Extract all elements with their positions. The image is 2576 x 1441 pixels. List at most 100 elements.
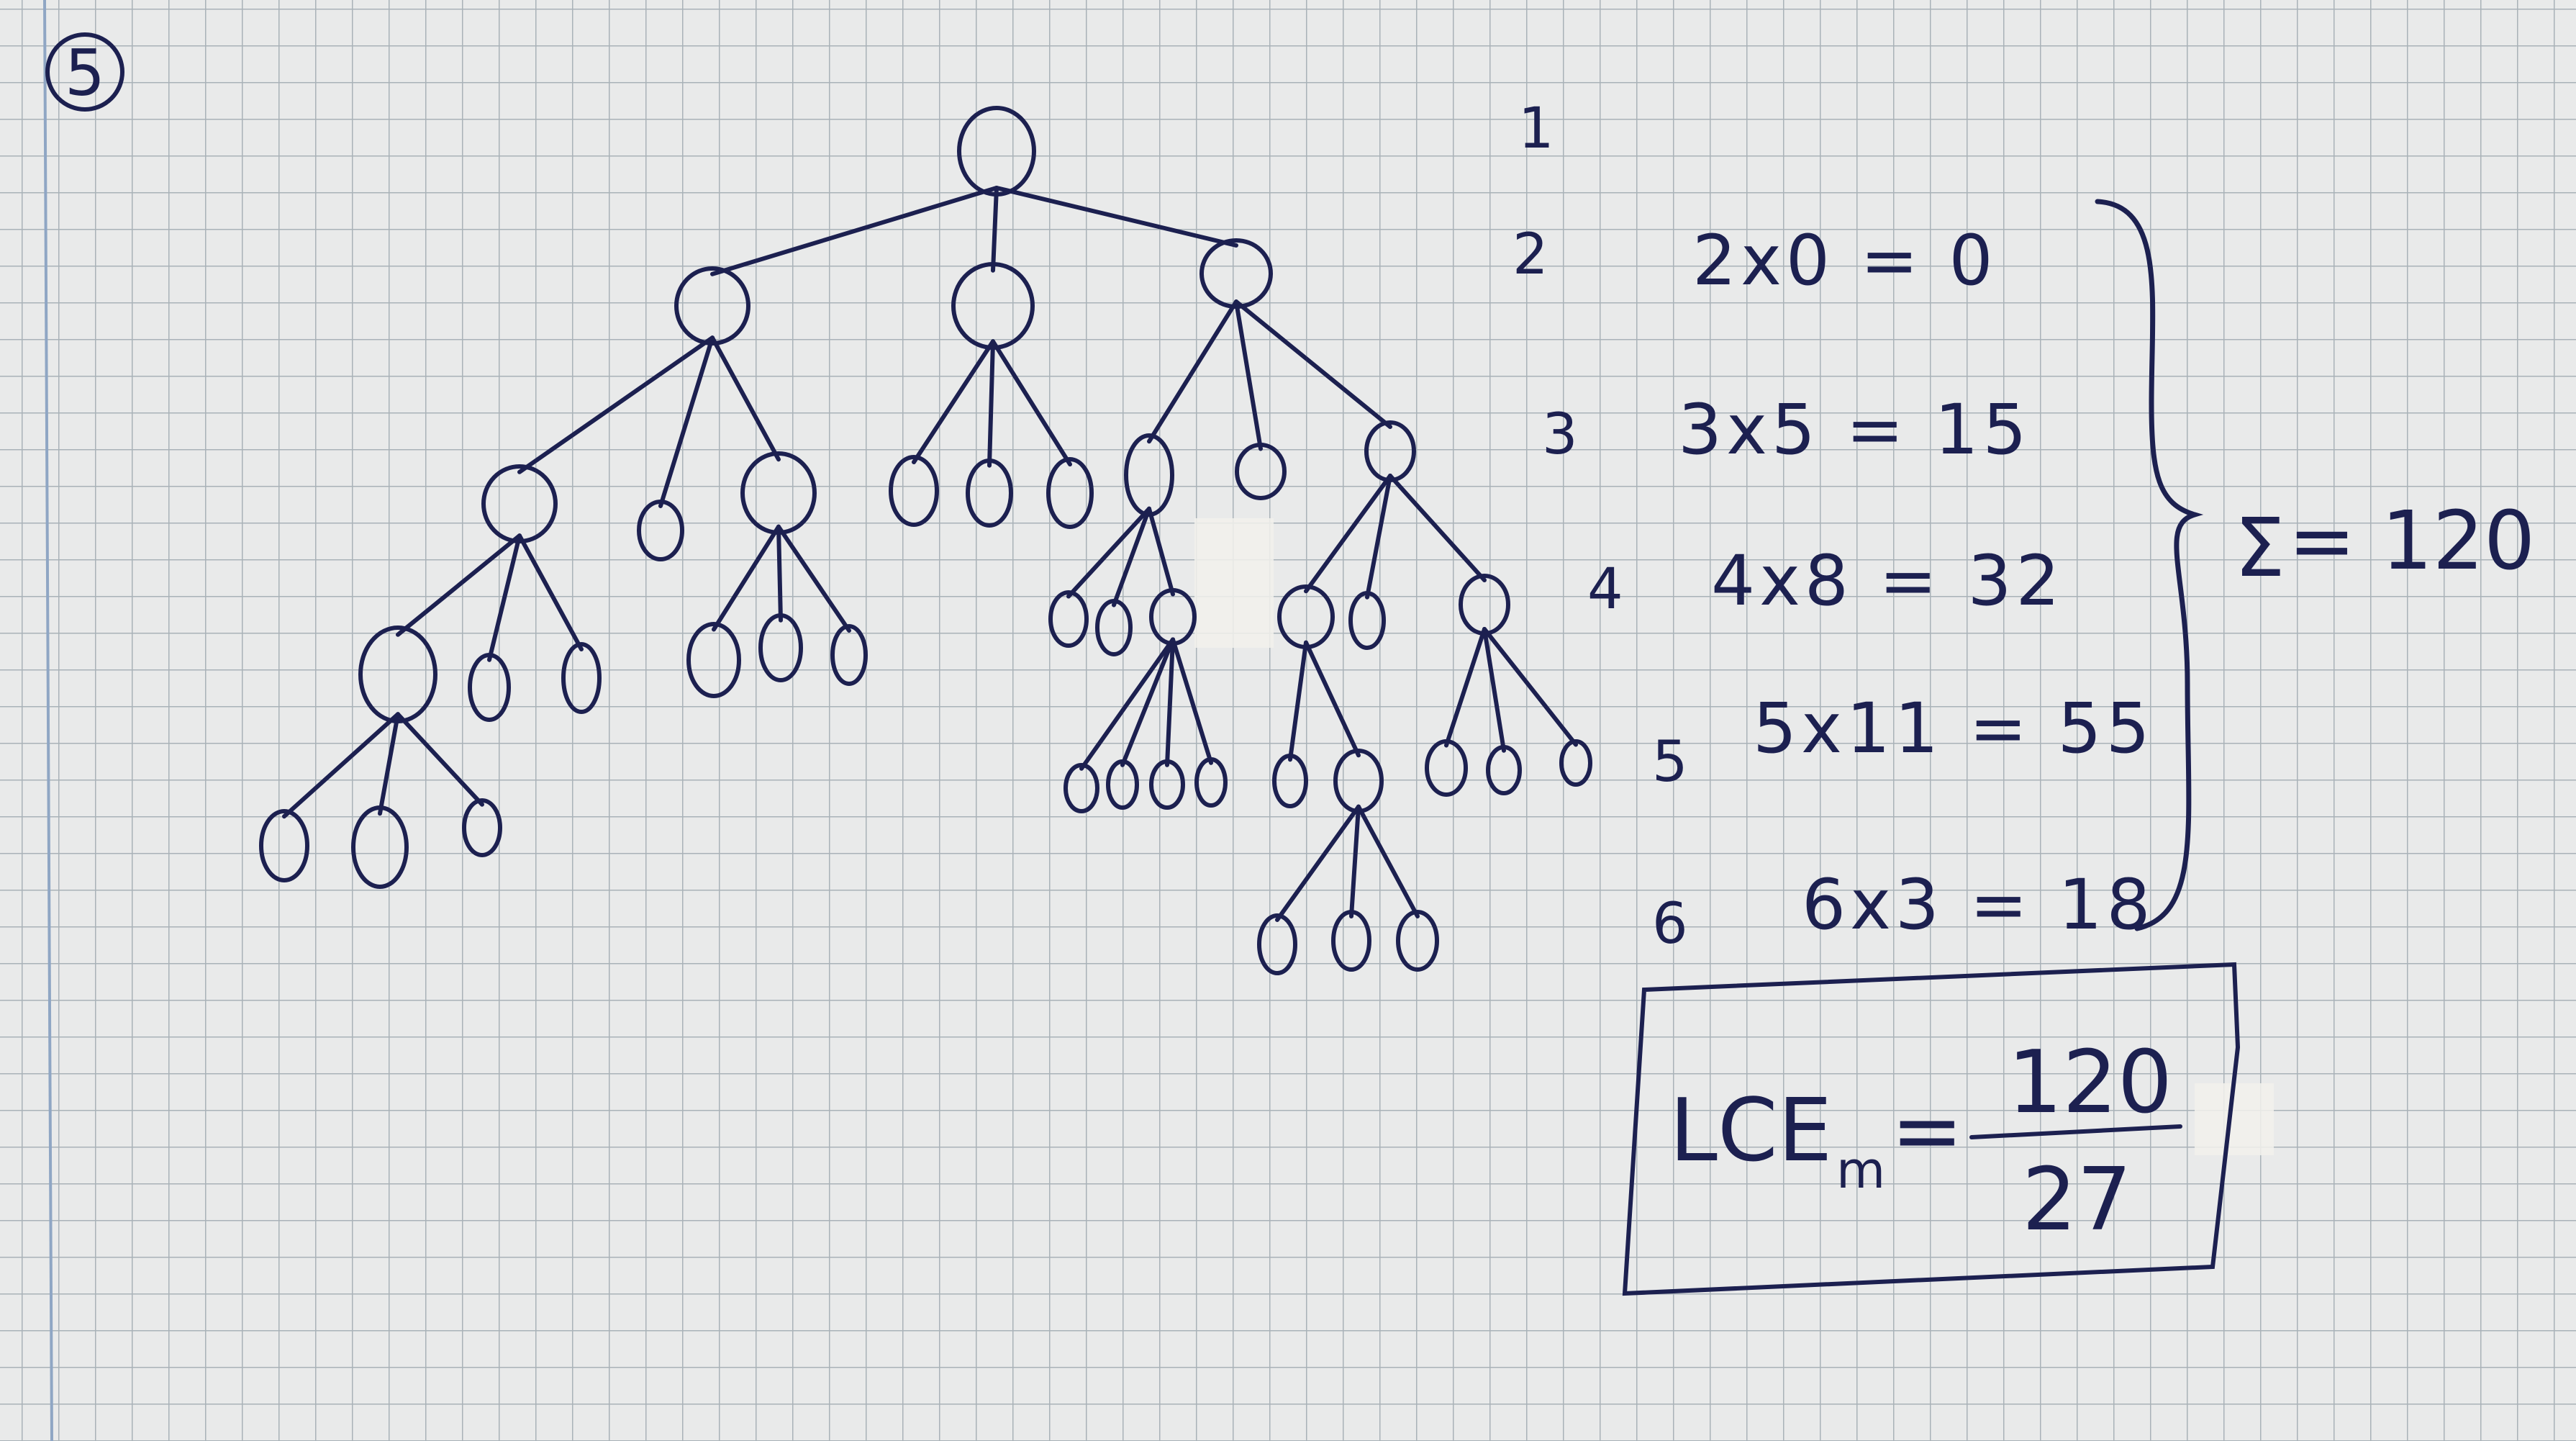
tree-node (1194, 757, 1228, 808)
tree-node (740, 451, 817, 535)
tree-node (1559, 739, 1592, 787)
tree-edge (1304, 474, 1392, 594)
tree-edge (776, 524, 851, 633)
level-number: 3 (1542, 402, 1578, 467)
tree-node (686, 622, 741, 698)
exercise-number: 5 (65, 36, 105, 110)
sum-expression: Σ = 120 (2234, 494, 2535, 595)
tree-edge (1120, 637, 1175, 767)
tree-edge (912, 339, 995, 465)
tree-node (1257, 913, 1297, 975)
tree-edge (1349, 804, 1361, 918)
result-lhs: LCE (1669, 1081, 1832, 1181)
tree-edge (378, 712, 400, 816)
level-number: 4 (1587, 557, 1623, 622)
tree-edge (1066, 506, 1151, 599)
tree-node (830, 624, 868, 686)
tree-node (889, 455, 939, 527)
tree-node (1425, 739, 1468, 797)
level-equation: 3x5 = 15 (1678, 389, 2031, 470)
tree-node (1396, 910, 1439, 972)
tree-edge (991, 339, 1072, 467)
level-equation: 2x0 = 0 (1692, 220, 1997, 301)
result-lhs-subscript: m (1836, 1141, 1885, 1200)
tree-edge (1444, 627, 1487, 748)
tree-node (1348, 591, 1386, 650)
tree-node (1459, 574, 1510, 636)
tree-edge (396, 712, 484, 807)
tree-edge (710, 335, 781, 462)
tree-edge (1356, 804, 1420, 918)
tree-edge (1234, 299, 1263, 451)
tree-edge (1304, 640, 1361, 758)
tree-edge (517, 533, 584, 652)
tree-edge (987, 339, 995, 468)
level-equation: 6x3 = 18 (1802, 864, 2155, 945)
tree-edges (282, 186, 1578, 922)
curly-brace (2095, 199, 2204, 931)
tree-node (358, 625, 437, 723)
tree-edge (776, 524, 783, 623)
tree-node (1277, 584, 1335, 649)
tree-edge (282, 712, 400, 819)
tree-edge (487, 533, 522, 662)
tree-node (1046, 457, 1094, 529)
tree-edge (994, 186, 1238, 248)
tree-edge (1147, 506, 1175, 597)
level-number: 6 (1652, 892, 1688, 957)
tree-edge (1079, 637, 1175, 771)
equation-column: 2x0 = 0 3x5 = 15 4x8 = 32 5x11 = 55 6x3 … (1678, 220, 2155, 945)
result-numerator: 120 (2008, 1033, 2172, 1133)
tree-edge (1388, 474, 1487, 582)
level-equation: 4x8 = 32 (1711, 541, 2064, 621)
tree-edge (517, 335, 715, 474)
tree-node (1333, 749, 1384, 813)
tree-edge (1165, 637, 1175, 767)
sigma-symbol: Σ (2234, 502, 2285, 595)
tree-edge (396, 533, 522, 637)
tree-node (468, 653, 511, 722)
tree-node (637, 500, 684, 561)
tree-edge (712, 524, 781, 632)
tree-node (1106, 759, 1139, 810)
tree-node (1149, 588, 1197, 646)
result-denominator: 27 (2022, 1150, 2132, 1250)
fraction-bar (1969, 1124, 2182, 1139)
tree-node (1048, 590, 1089, 648)
tree-root-node (957, 106, 1036, 196)
tree-node (561, 642, 602, 714)
tree-nodes (259, 106, 1592, 975)
tree-node (351, 805, 409, 889)
tree-node (1149, 759, 1185, 810)
tree-edge (1234, 299, 1392, 429)
level-number: 2 (1513, 222, 1548, 287)
result-equals: = (1891, 1081, 1964, 1181)
tree-node (951, 262, 1035, 350)
tree-edge (658, 335, 715, 508)
tree-node (1331, 910, 1371, 972)
tree-node (1124, 433, 1174, 517)
tree-node (481, 464, 558, 543)
tree-node (462, 798, 502, 857)
tree-edge (1147, 299, 1238, 444)
tree-edge (1482, 627, 1578, 747)
tree-edge (1275, 804, 1361, 922)
result-box-border (1622, 962, 2241, 1296)
level-number: 5 (1652, 730, 1688, 795)
tape-piece (1194, 518, 1274, 648)
tree-edge (1288, 640, 1308, 762)
tree-node (966, 458, 1013, 528)
exercise-number-circle (45, 32, 124, 112)
tree-edge (1112, 506, 1151, 607)
tree-node (1235, 443, 1287, 500)
level-number: 1 (1518, 96, 1554, 161)
level-column: 1 2 3 4 5 6 (1513, 96, 1688, 957)
tree-edge (1482, 627, 1506, 753)
tree-edge (991, 186, 999, 273)
tree-node (758, 613, 803, 682)
tree-node (259, 809, 309, 882)
tree-edge (1171, 637, 1213, 765)
tree-node (1364, 420, 1416, 482)
